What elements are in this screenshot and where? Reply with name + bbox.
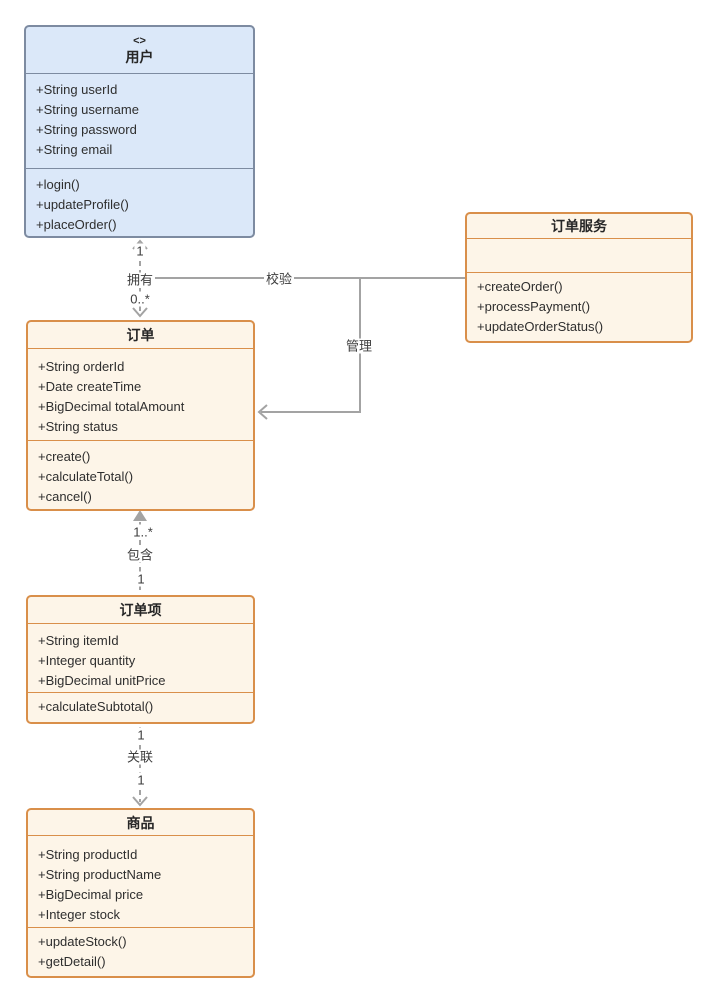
open-arrowhead-left-icon [257, 404, 268, 420]
attribute-row: +BigDecimal unitPrice [38, 673, 166, 688]
attribute-row: +String username [36, 102, 139, 117]
attribute-row: +Date createTime [38, 379, 142, 394]
method-row: +updateStock() [38, 934, 127, 949]
edge-manage[interactable] [257, 278, 361, 420]
class-product-header: 商品 [28, 810, 253, 835]
multiplicity-contains-source[interactable]: 1 [135, 571, 147, 587]
class-order-service-title: 订单服务 [551, 218, 607, 234]
method-row: +login() [36, 177, 80, 192]
class-order-item-header: 订单项 [28, 597, 253, 623]
class-user-header: <> 用户 [26, 27, 253, 73]
class-order-service-attributes [467, 238, 691, 272]
class-order-header: 订单 [28, 322, 253, 348]
edge-label-contains[interactable]: 包含 [124, 547, 156, 563]
open-arrowhead-down-icon [132, 307, 148, 318]
class-product[interactable]: 商品 +String productId +String productName… [26, 808, 255, 978]
class-user-stereotype: <> [133, 34, 146, 47]
class-order-item-methods: +calculateSubtotal() [28, 692, 253, 722]
attribute-row: +BigDecimal totalAmount [38, 399, 185, 414]
attribute-row: +String orderId [38, 359, 125, 374]
class-user[interactable]: <> 用户 +String userId +String username +S… [24, 25, 255, 238]
class-product-title: 商品 [126, 814, 155, 831]
attribute-row: +String userId [36, 82, 118, 97]
filled-arrowhead-up-icon [133, 510, 147, 521]
method-row: +updateProfile() [36, 197, 129, 212]
edge-label-verify[interactable]: 校验 [263, 271, 295, 287]
class-user-title: 用户 [125, 48, 154, 65]
attribute-row: +String password [36, 122, 137, 137]
open-arrowhead-down2-icon [132, 796, 148, 807]
edge-label-manage[interactable]: 管理 [343, 338, 375, 354]
edge-manage-line [261, 278, 361, 413]
attribute-row: +String itemId [38, 633, 119, 648]
attribute-row: +Integer stock [38, 907, 121, 922]
attribute-row: +String status [38, 419, 118, 434]
class-product-methods: +updateStock() +getDetail() [28, 927, 253, 976]
class-user-attributes: +String userId +String username +String … [26, 73, 253, 168]
class-order-item-attributes: +String itemId +Integer quantity +BigDec… [28, 623, 253, 692]
attribute-row: +BigDecimal price [38, 887, 144, 902]
attribute-row: +String email [36, 142, 113, 157]
class-order-service[interactable]: 订单服务 +createOrder() +processPayment() +u… [465, 212, 693, 343]
class-user-methods: +login() +updateProfile() +placeOrder() [26, 168, 253, 236]
method-row: +calculateSubtotal() [38, 699, 154, 714]
edge-label-owns[interactable]: 拥有 [124, 272, 156, 288]
multiplicity-associate-target[interactable]: 1 [135, 772, 147, 788]
multiplicity-contains-target[interactable]: 1..* [131, 524, 155, 540]
class-order-methods: +create() +calculateTotal() +cancel() [28, 440, 253, 509]
class-order-service-header: 订单服务 [467, 214, 691, 238]
attribute-row: +String productName [38, 867, 162, 882]
multiplicity-owns-source[interactable]: 1 [134, 243, 146, 259]
class-order-item-title: 订单项 [119, 602, 162, 618]
class-product-attributes: +String productId +String productName +B… [28, 835, 253, 927]
method-row: +cancel() [38, 489, 92, 504]
class-order[interactable]: 订单 +String orderId +Date createTime +Big… [26, 320, 255, 511]
method-row: +updateOrderStatus() [477, 319, 604, 334]
edge-label-associate[interactable]: 关联 [124, 749, 156, 765]
method-row: +calculateTotal() [38, 469, 134, 484]
multiplicity-associate-source[interactable]: 1 [135, 727, 147, 743]
multiplicity-owns-target[interactable]: 0..* [128, 291, 152, 307]
method-row: +placeOrder() [36, 217, 117, 232]
method-row: +createOrder() [477, 279, 563, 294]
class-order-attributes: +String orderId +Date createTime +BigDec… [28, 348, 253, 440]
attribute-row: +String productId [38, 847, 138, 862]
method-row: +processPayment() [477, 299, 591, 314]
attribute-row: +Integer quantity [38, 653, 136, 668]
class-order-service-methods: +createOrder() +processPayment() +update… [467, 272, 691, 341]
class-order-title: 订单 [126, 327, 155, 343]
class-order-item[interactable]: 订单项 +String itemId +Integer quantity +Bi… [26, 595, 255, 724]
method-row: +create() [38, 449, 91, 464]
method-row: +getDetail() [38, 954, 106, 969]
